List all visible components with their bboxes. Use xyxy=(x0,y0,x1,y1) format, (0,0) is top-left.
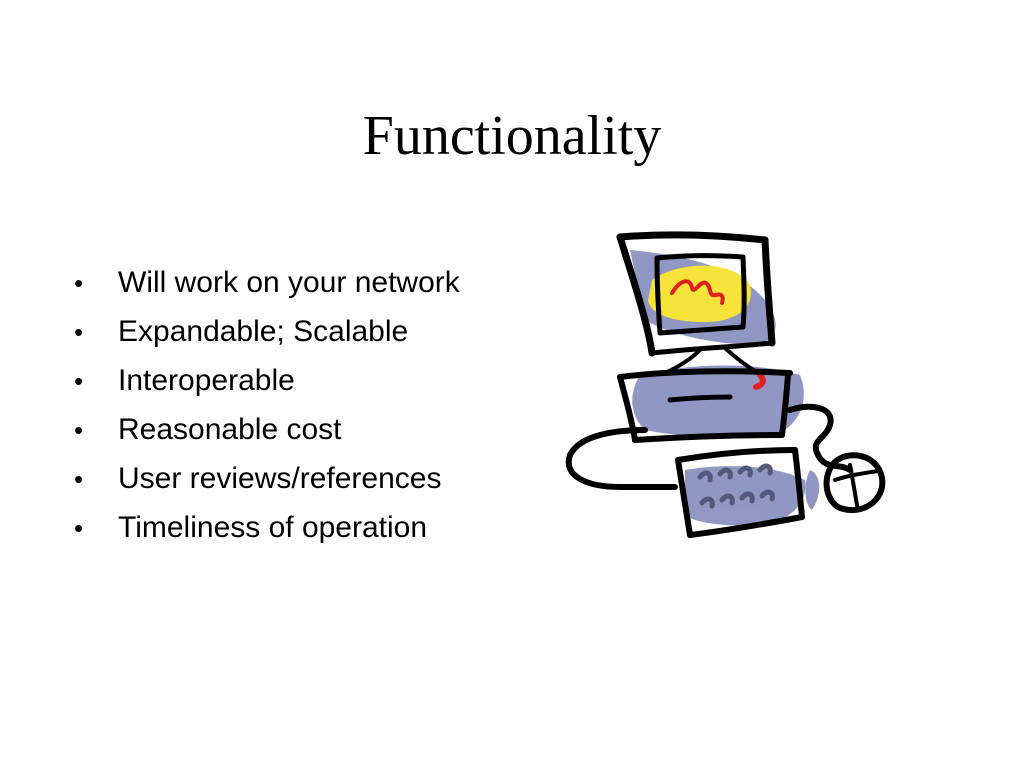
bullet-item: • User reviews/references xyxy=(74,454,460,503)
power-light xyxy=(753,372,766,390)
slide-title: Functionality xyxy=(362,105,662,167)
bullet-item: • Interoperable xyxy=(74,356,460,405)
computer-clipart-icon xyxy=(565,231,886,538)
bullet-text: Timeliness of operation xyxy=(118,511,428,544)
bullet-mark: • xyxy=(74,317,84,347)
screen-squiggle xyxy=(670,279,725,305)
bullet-item: • Timeliness of operation xyxy=(74,503,460,552)
bullet-mark: • xyxy=(74,513,84,543)
bullet-item: • Will work on your network xyxy=(74,258,460,307)
bullet-item: • Reasonable cost xyxy=(74,405,460,454)
bullet-text: Expandable; Scalable xyxy=(118,315,409,348)
bullet-text: User reviews/references xyxy=(118,462,442,495)
bullet-mark: • xyxy=(74,268,84,298)
bullet-mark: • xyxy=(74,415,84,445)
bullet-text: Reasonable cost xyxy=(118,413,342,446)
bullet-list: • Will work on your network • Expandable; … xyxy=(74,258,460,552)
bullet-mark: • xyxy=(74,464,84,494)
bullet-item: • Expandable; Scalable xyxy=(74,307,460,356)
bullet-text: Interoperable xyxy=(118,364,295,397)
keyboard-keys xyxy=(697,463,775,509)
screen-glow xyxy=(648,265,751,323)
bullet-text: Will work on your network xyxy=(118,266,460,299)
bullet-mark: • xyxy=(74,366,84,396)
clipart-outline xyxy=(565,231,886,538)
